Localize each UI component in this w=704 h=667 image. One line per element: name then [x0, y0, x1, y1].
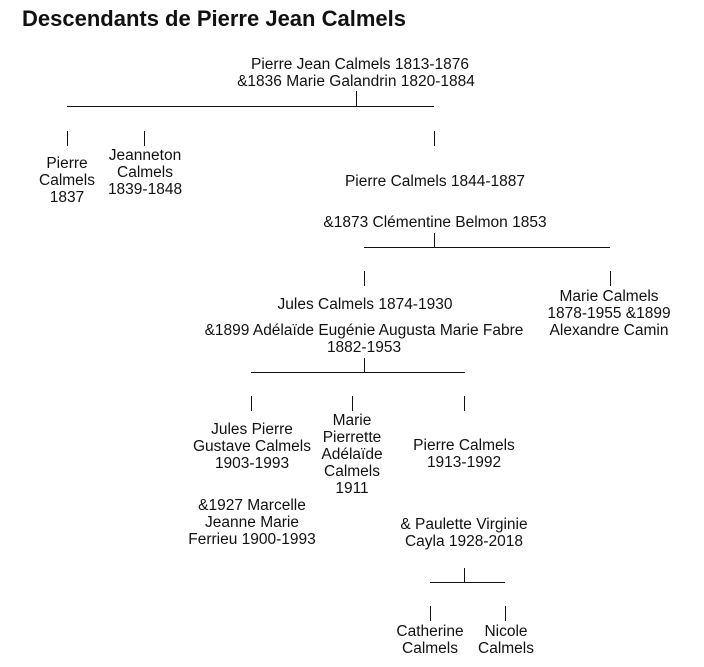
connector-gen3-bar [364, 247, 610, 248]
connector-gen4-bar [251, 372, 465, 373]
connector-tick-pierre-1844 [434, 131, 435, 146]
connector-tick-catherine [430, 606, 431, 621]
page-title: Descendants de Pierre Jean Calmels [22, 6, 406, 31]
person-nicole: Nicole Calmels [478, 623, 534, 657]
person-jeanneton: Jeanneton Calmels 1839-1848 [107, 147, 183, 198]
spouse-jules: &1899 Adélaïde Eugénie Augusta Marie Fab… [204, 322, 524, 356]
connector-tick-jeanneton [144, 131, 145, 146]
spouse-pierre-1913: & Paulette Virginie Cayla 1928-2018 [400, 516, 528, 550]
person-marie-pierrette: Marie Pierrette Adélaïde Calmels 1911 [321, 412, 383, 497]
person-catherine: Catherine Calmels [396, 623, 464, 657]
connector-pierre-1844-drop [434, 233, 435, 248]
connector-tick-nicole [505, 606, 506, 621]
spouse-jules-pierre: &1927 Marcelle Jeanne Marie Ferrieu 1900… [188, 497, 316, 548]
person-jules-pierre: Jules Pierre Gustave Calmels 1903-1993 [192, 421, 311, 472]
connector-pierre-1913-drop [464, 568, 465, 583]
connector-tick-marie-1878 [610, 271, 611, 286]
connector-gen2-bar [67, 106, 434, 107]
connector-tick-pierre-1837 [67, 131, 68, 146]
person-pierre-1837: Pierre Calmels 1837 [39, 155, 95, 206]
person-marie-1878: Marie Calmels 1878-1955 &1899 Alexandre … [547, 288, 671, 339]
connector-tick-marie-pierrette [352, 396, 353, 411]
connector-tick-jules [364, 271, 365, 286]
connector-jules-drop [364, 358, 365, 373]
root-spouse: &1836 Marie Galandrin 1820-1884 [237, 73, 475, 90]
connector-tick-jules-pierre [251, 396, 252, 411]
connector-tick-pierre-1913 [464, 396, 465, 411]
connector-root-drop [356, 91, 357, 107]
person-jules: Jules Calmels 1874-1930 [277, 296, 453, 313]
person-pierre-1844: Pierre Calmels 1844-1887 [344, 173, 526, 190]
connector-gen5-bar [430, 582, 505, 583]
spouse-pierre-1844: &1873 Clémentine Belmon 1853 [323, 214, 547, 231]
root-person: Pierre Jean Calmels 1813-1876 [251, 56, 469, 73]
person-pierre-1913: Pierre Calmels 1913-1992 [413, 437, 515, 471]
